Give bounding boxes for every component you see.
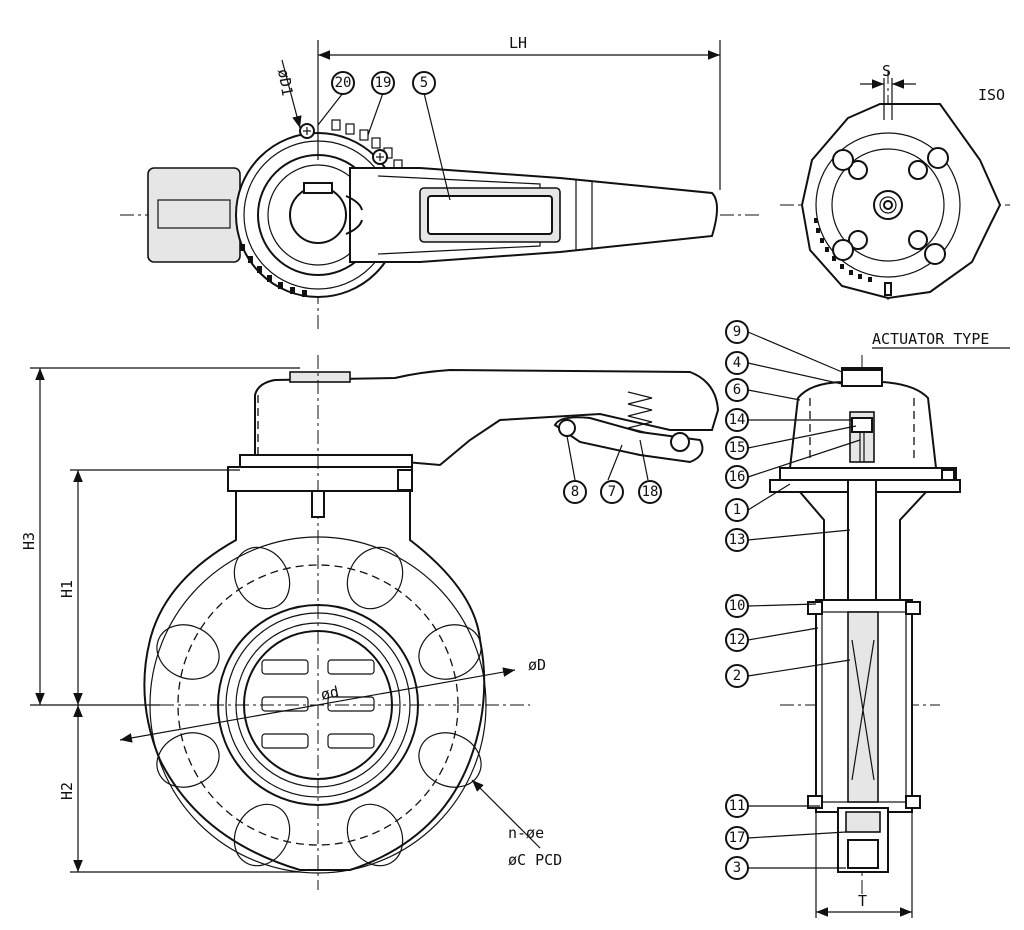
svg-text:4: 4 (733, 355, 741, 371)
svg-text:18: 18 (642, 484, 659, 500)
h2-label: H2 (58, 782, 76, 800)
d-outer-label: øD (528, 656, 546, 674)
iso-label: ISO (978, 86, 1005, 104)
side-section-view: T ACTUATOR TYPE (747, 330, 1010, 918)
balloon-3: 3 (725, 856, 749, 880)
iso-view: S ISO (780, 62, 1010, 300)
balloon-17: 17 (725, 826, 749, 850)
balloon-12: 12 (725, 628, 749, 652)
svg-text:9: 9 (733, 324, 741, 340)
svg-text:10: 10 (729, 598, 746, 614)
balloon-15: 15 (725, 436, 749, 460)
balloon-19: 19 (371, 71, 395, 95)
balloon-9: 9 (725, 320, 749, 344)
svg-text:6: 6 (733, 382, 741, 398)
h3-label: H3 (20, 532, 38, 550)
svg-text:19: 19 (375, 75, 392, 91)
svg-text:3: 3 (733, 860, 741, 876)
top-view: LH øD1 (120, 34, 760, 330)
svg-text:2: 2 (733, 668, 741, 684)
balloon-11: 11 (725, 794, 749, 818)
part-balloons: 20 19 5 9 4 6 14 15 16 1 13 10 12 2 11 1… (331, 71, 749, 880)
pcd-label: øC PCD (508, 851, 562, 869)
balloon-10: 10 (725, 594, 749, 618)
s-label: S (882, 62, 891, 80)
balloon-7: 7 (600, 480, 624, 504)
t-label: T (858, 892, 867, 910)
balloon-18: 18 (638, 480, 662, 504)
svg-text:7: 7 (608, 484, 616, 500)
svg-text:16: 16 (729, 469, 746, 485)
svg-text:5: 5 (420, 75, 428, 91)
svg-text:13: 13 (729, 532, 746, 548)
ne-label: n-øe (508, 824, 544, 842)
svg-text:15: 15 (729, 440, 746, 456)
balloon-5: 5 (412, 71, 436, 95)
balloon-6: 6 (725, 378, 749, 402)
balloon-14: 14 (725, 408, 749, 432)
actuator-type-label: ACTUATOR TYPE (872, 330, 989, 348)
lh-label: LH (509, 34, 527, 52)
balloon-13: 13 (725, 528, 749, 552)
balloon-16: 16 (725, 465, 749, 489)
svg-text:14: 14 (729, 412, 746, 428)
svg-text:12: 12 (729, 632, 746, 648)
d1-label: øD1 (274, 68, 296, 98)
balloon-8: 8 (563, 480, 587, 504)
h1-label: H1 (58, 580, 76, 598)
front-view: øD ød n-øe øC PCD H3 H1 H2 (20, 355, 720, 890)
svg-text:11: 11 (729, 798, 746, 814)
svg-text:8: 8 (571, 484, 579, 500)
svg-text:20: 20 (335, 75, 352, 91)
balloon-20: 20 (331, 71, 355, 95)
d-inner-label: ød (319, 683, 340, 704)
balloon-2: 2 (725, 664, 749, 688)
svg-text:1: 1 (733, 502, 741, 518)
balloon-4: 4 (725, 351, 749, 375)
balloon-1: 1 (725, 498, 749, 522)
svg-text:17: 17 (729, 830, 746, 846)
